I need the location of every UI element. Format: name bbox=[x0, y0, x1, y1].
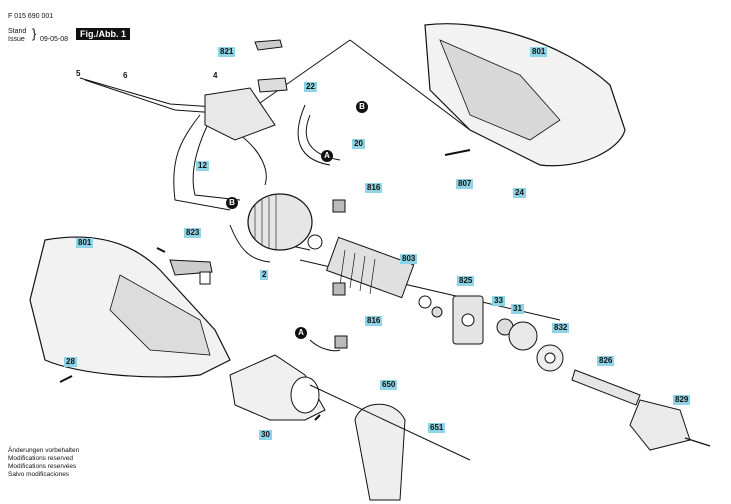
bracket-icon: } bbox=[32, 26, 37, 41]
part-label-829: 829 bbox=[673, 395, 691, 405]
figure-label: Fig./Abb. 1 bbox=[76, 28, 130, 40]
note-de: Änderungen vorbehalten bbox=[8, 447, 80, 454]
part-label-2: 2 bbox=[260, 270, 269, 280]
stand-label: Stand bbox=[8, 28, 27, 35]
part-number-5: 5 bbox=[76, 69, 81, 78]
doc-number: F 015 690 001 bbox=[8, 13, 54, 20]
callout-b-top: B bbox=[356, 101, 368, 113]
part-label-24: 24 bbox=[513, 188, 526, 198]
part-label-28: 28 bbox=[64, 357, 77, 367]
part-label-821: 821 bbox=[218, 47, 236, 57]
part-label-651: 651 bbox=[428, 423, 446, 433]
part-label-20: 20 bbox=[352, 139, 365, 149]
part-label-823: 823 bbox=[184, 228, 202, 238]
callout-a-top: A bbox=[321, 150, 333, 162]
part-label-30: 30 bbox=[259, 430, 272, 440]
part-label-826: 826 bbox=[597, 356, 615, 366]
part-label-832: 832 bbox=[552, 323, 570, 333]
part-label-33: 33 bbox=[492, 296, 505, 306]
callout-b-left: B bbox=[226, 197, 238, 209]
part-label-816-bottom: 816 bbox=[365, 316, 383, 326]
part-label-825: 825 bbox=[457, 276, 475, 286]
part-label-801-left: 801 bbox=[76, 238, 94, 248]
note-fr: Modifications reservées bbox=[8, 463, 77, 470]
note-es: Salvo modificaciones bbox=[8, 471, 70, 478]
part-number-4: 4 bbox=[213, 71, 218, 80]
issue-date: 09-05-08 bbox=[40, 36, 69, 43]
part-label-12: 12 bbox=[196, 161, 209, 171]
part-label-650: 650 bbox=[380, 380, 398, 390]
modification-notes: Änderungen vorbehalten Modifications res… bbox=[8, 447, 79, 479]
part-label-801-top: 801 bbox=[530, 47, 548, 57]
callout-a-bottom: A bbox=[295, 327, 307, 339]
part-number-6: 6 bbox=[123, 71, 128, 80]
part-label-816-top: 816 bbox=[365, 183, 383, 193]
part-label-803: 803 bbox=[400, 254, 418, 264]
part-label-807: 807 bbox=[456, 179, 474, 189]
part-label-22: 22 bbox=[304, 82, 317, 92]
note-en: Modifications reserved bbox=[8, 455, 74, 462]
part-label-31: 31 bbox=[511, 304, 524, 314]
issue-label: Issue bbox=[8, 36, 25, 43]
